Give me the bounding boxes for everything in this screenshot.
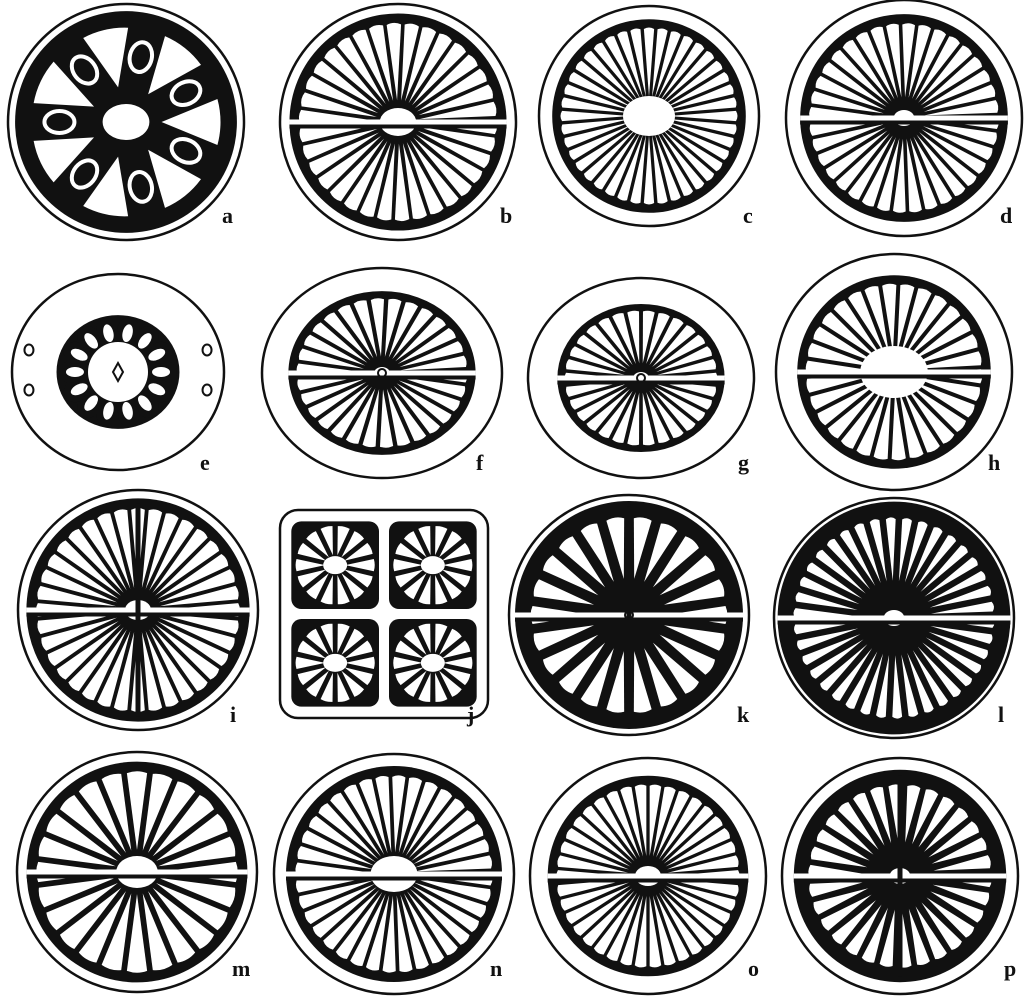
axial-cavity <box>88 342 148 402</box>
axial-cavity <box>623 96 675 136</box>
panel-o-section <box>530 758 766 994</box>
panel-g-letter: g <box>738 450 749 475</box>
panel-n-section <box>274 754 514 994</box>
lobe-pocket <box>66 367 84 377</box>
panel-e: e <box>12 274 224 475</box>
panel-g: g <box>528 278 754 478</box>
panel-a-letter: a <box>222 203 233 228</box>
panel-c-letter: c <box>743 203 753 228</box>
panel-f-letter: f <box>476 450 484 475</box>
panel-n-letter: n <box>490 956 502 981</box>
panel-i-letter: i <box>230 702 236 727</box>
panel-l-letter: l <box>998 702 1004 727</box>
divide-wall <box>548 879 749 883</box>
panel-p: p <box>782 758 1018 994</box>
panel-p-section <box>782 758 1018 994</box>
horizontal-divide <box>800 116 1008 121</box>
panel-h-section <box>776 254 1012 490</box>
panel-a: a <box>8 4 244 240</box>
horizontal-divide <box>286 872 502 877</box>
horizontal-divide <box>289 120 506 125</box>
axial-cavity <box>103 104 150 140</box>
panel-e-section <box>12 274 224 470</box>
panel-c-section <box>539 6 759 226</box>
panel-k: k <box>509 495 750 735</box>
panel-f: f <box>262 268 502 478</box>
horizontal-divide <box>288 611 479 617</box>
panel-e-letter: e <box>200 450 210 475</box>
lobe-pocket <box>152 367 170 377</box>
panel-j-section <box>280 510 488 718</box>
horizontal-divide <box>778 616 1011 621</box>
panel-m-letter: m <box>232 956 250 981</box>
divide-wall <box>778 621 1011 625</box>
horizontal-divide <box>27 870 248 875</box>
quadrant-center <box>323 654 347 672</box>
panel-p-letter: p <box>1004 956 1016 981</box>
panel-d-section <box>786 0 1022 236</box>
quadrant-center <box>421 556 445 574</box>
quadrant-center <box>421 654 445 672</box>
panel-m-section <box>17 752 257 992</box>
divide-wall <box>797 375 991 379</box>
panel-o-letter: o <box>748 956 759 981</box>
vertical-wall <box>136 504 141 716</box>
panel-k-letter: k <box>737 702 750 727</box>
panel-l: l <box>774 498 1014 738</box>
panel-d-letter: d <box>1000 203 1012 228</box>
panel-i-section <box>18 490 258 730</box>
panel-k-section <box>509 495 749 735</box>
panel-h-letter: h <box>988 450 1000 475</box>
panel-j-letter: j <box>466 702 474 727</box>
panel-a-section <box>8 4 244 240</box>
panel-l-section <box>774 498 1014 738</box>
divide-wall <box>27 875 248 879</box>
panel-n: n <box>274 754 514 994</box>
panel-c: c <box>539 6 759 228</box>
panel-d: d <box>786 0 1022 236</box>
panel-o: o <box>530 758 766 994</box>
divide-wall <box>289 125 506 129</box>
horizontal-divide <box>548 874 749 879</box>
horizontal-divide <box>557 376 724 381</box>
horizontal-divide <box>288 371 475 376</box>
panel-b-letter: b <box>500 203 512 228</box>
panel-j: j <box>280 510 488 727</box>
divide-wall <box>800 121 1008 125</box>
divide-wall <box>286 877 502 881</box>
panel-b: b <box>280 4 516 240</box>
panel-f-section <box>262 268 502 478</box>
panel-b-section <box>280 4 516 240</box>
horizontal-divide <box>797 370 991 375</box>
panel-g-section <box>528 278 754 478</box>
panel-m: m <box>17 752 257 992</box>
vertical-wall <box>627 507 632 724</box>
quadrant-center <box>323 556 347 574</box>
vertical-wall <box>898 775 903 977</box>
panel-h: h <box>776 254 1012 490</box>
panel-i: i <box>18 490 258 730</box>
